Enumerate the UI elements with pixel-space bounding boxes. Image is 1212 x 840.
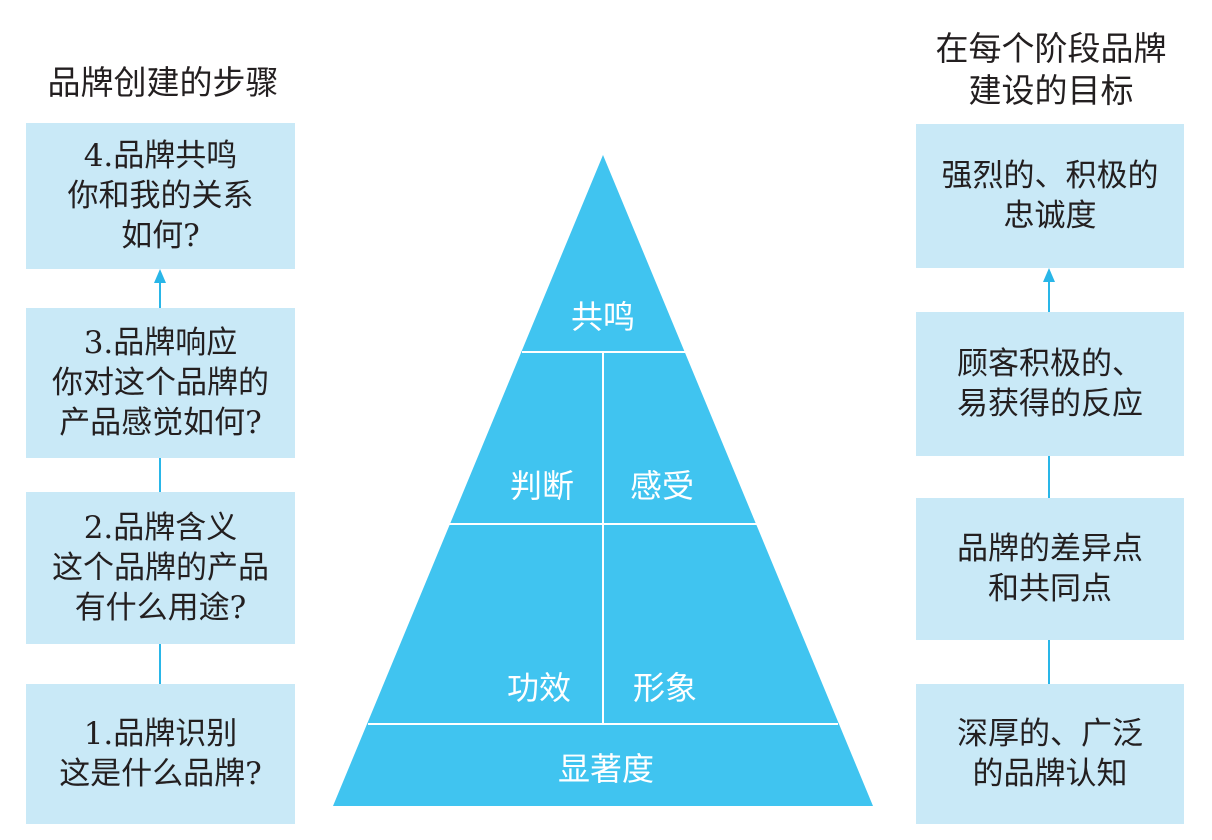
left-column-title: 品牌创建的步骤 [47, 63, 279, 102]
step-box-identity: 1.品牌识别 这是什么品牌? [26, 684, 295, 824]
step-question: 如何? [121, 218, 200, 254]
pyramid-label-resonance: 共鸣 [571, 298, 635, 336]
arrow-up-icon [1043, 268, 1055, 282]
connector-line [1048, 456, 1050, 498]
goal-box-reactions: 顾客积极的、 易获得的反应 [916, 312, 1184, 456]
goal-text: 深厚的、广泛 [957, 716, 1143, 752]
goal-text: 顾客积极的、 [957, 346, 1143, 382]
step-title: 4.品牌共鸣 [83, 138, 238, 174]
pyramid-label-salience: 显著度 [558, 750, 654, 788]
step-question: 你对这个品牌的 [52, 365, 269, 401]
connector-line [159, 282, 161, 308]
right-column-title: 在每个阶段品牌 建设的目标 [906, 28, 1196, 112]
connector-line [159, 458, 161, 492]
goal-text: 强烈的、积极的 [941, 158, 1159, 194]
step-box-resonance: 4.品牌共鸣 你和我的关系 如何? [26, 123, 295, 269]
pyramid-label-imagery: 形象 [633, 669, 697, 707]
goal-text: 忠诚度 [1003, 198, 1097, 234]
goal-box-awareness: 深厚的、广泛 的品牌认知 [916, 684, 1184, 824]
step-box-meaning: 2.品牌含义 这个品牌的产品 有什么用途? [26, 492, 295, 644]
connector-line [159, 644, 161, 684]
step-question: 产品感觉如何? [59, 405, 262, 441]
goal-box-points-of-difference: 品牌的差异点 和共同点 [916, 498, 1184, 640]
right-title-line: 在每个阶段品牌 [935, 29, 1167, 68]
goal-text: 易获得的反应 [957, 386, 1143, 422]
pyramid-label-feelings: 感受 [630, 467, 694, 505]
goal-text: 和共同点 [988, 571, 1112, 607]
right-title-line: 建设的目标 [968, 71, 1134, 110]
arrow-up-icon [154, 269, 166, 283]
step-question: 你和我的关系 [67, 178, 254, 214]
goal-text: 品牌的差异点 [957, 531, 1143, 567]
step-question: 有什么用途? [74, 590, 247, 626]
goal-text: 的品牌认知 [972, 756, 1128, 792]
pyramid-label-judgments: 判断 [510, 467, 574, 505]
step-question: 这个品牌的产品 [52, 550, 269, 586]
connector-line [1048, 640, 1050, 684]
step-question: 这是什么品牌? [59, 756, 262, 792]
step-title: 3.品牌响应 [83, 325, 238, 361]
step-box-response: 3.品牌响应 你对这个品牌的 产品感觉如何? [26, 308, 295, 458]
goal-box-loyalty: 强烈的、积极的 忠诚度 [916, 124, 1184, 268]
step-title: 2.品牌含义 [83, 510, 238, 546]
pyramid-label-performance: 功效 [507, 669, 571, 707]
step-title: 1.品牌识别 [83, 716, 238, 752]
